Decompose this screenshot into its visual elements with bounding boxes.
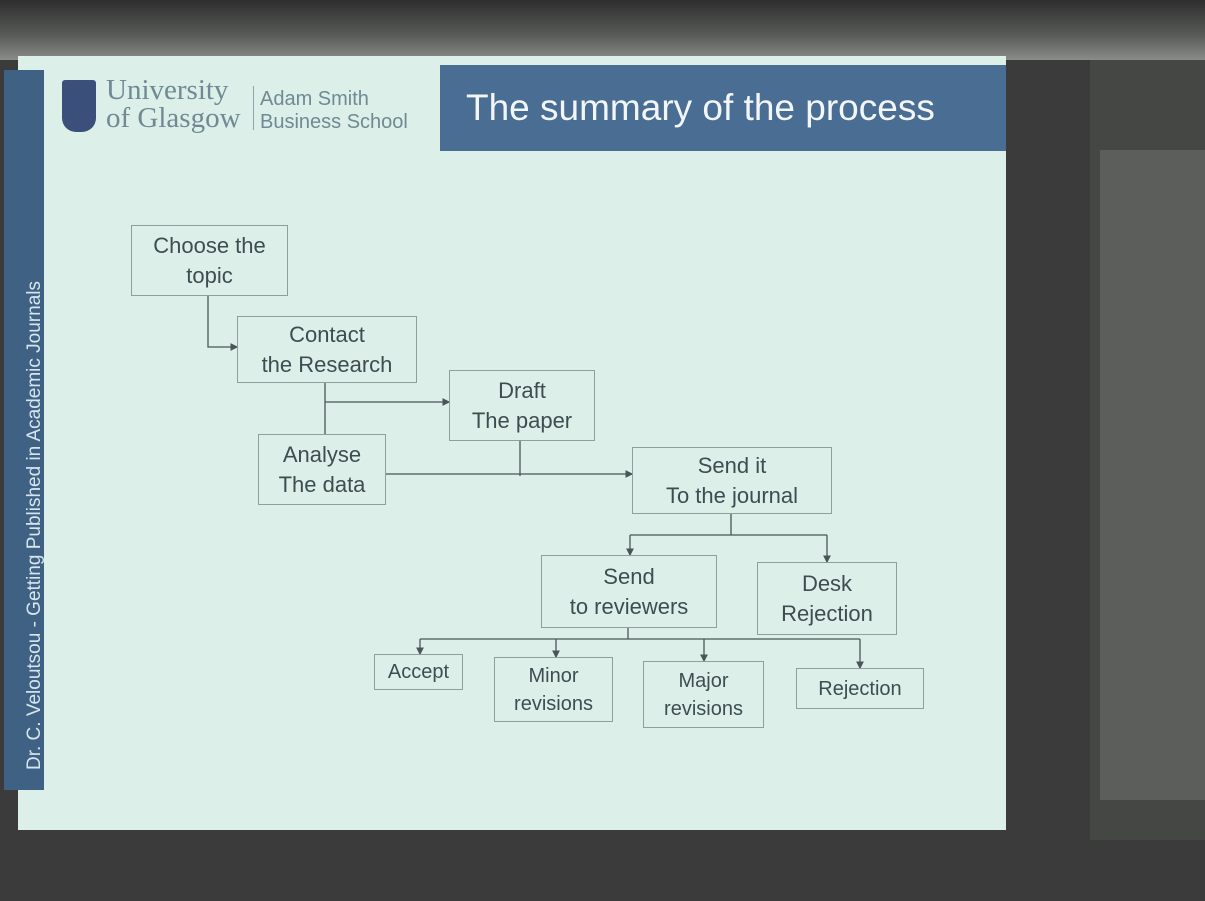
node-rejection: Rejection <box>796 668 924 709</box>
slide-title: The summary of the process <box>440 65 1006 151</box>
university-crest-logo <box>62 80 96 132</box>
node-accept: Accept <box>374 654 463 690</box>
logo-adam-smith: Adam Smith <box>260 88 369 110</box>
logo-university: University <box>106 74 229 106</box>
slide <box>18 56 1006 830</box>
node-major-revisions: Major revisions <box>643 661 764 728</box>
node-draft-paper: Draft The paper <box>449 370 595 441</box>
node-choose-topic: Choose the topic <box>131 225 288 296</box>
wall-panel <box>1100 150 1205 800</box>
logo-of-glasgow: of Glasgow <box>106 102 241 134</box>
slide-sidebar <box>4 70 44 790</box>
node-desk-rejection: Desk Rejection <box>757 562 897 635</box>
projector-screen-housing <box>0 0 1205 60</box>
node-send-journal: Send it To the journal <box>632 447 832 514</box>
node-send-reviewers: Send to reviewers <box>541 555 717 628</box>
node-minor-revisions: Minor revisions <box>494 657 613 722</box>
connector <box>207 296 239 351</box>
logo-divider <box>253 86 254 130</box>
node-contact-research: Contact the Research <box>237 316 417 383</box>
node-analyse-data: Analyse The data <box>258 434 386 505</box>
logo-business-school: Business School <box>260 111 408 133</box>
